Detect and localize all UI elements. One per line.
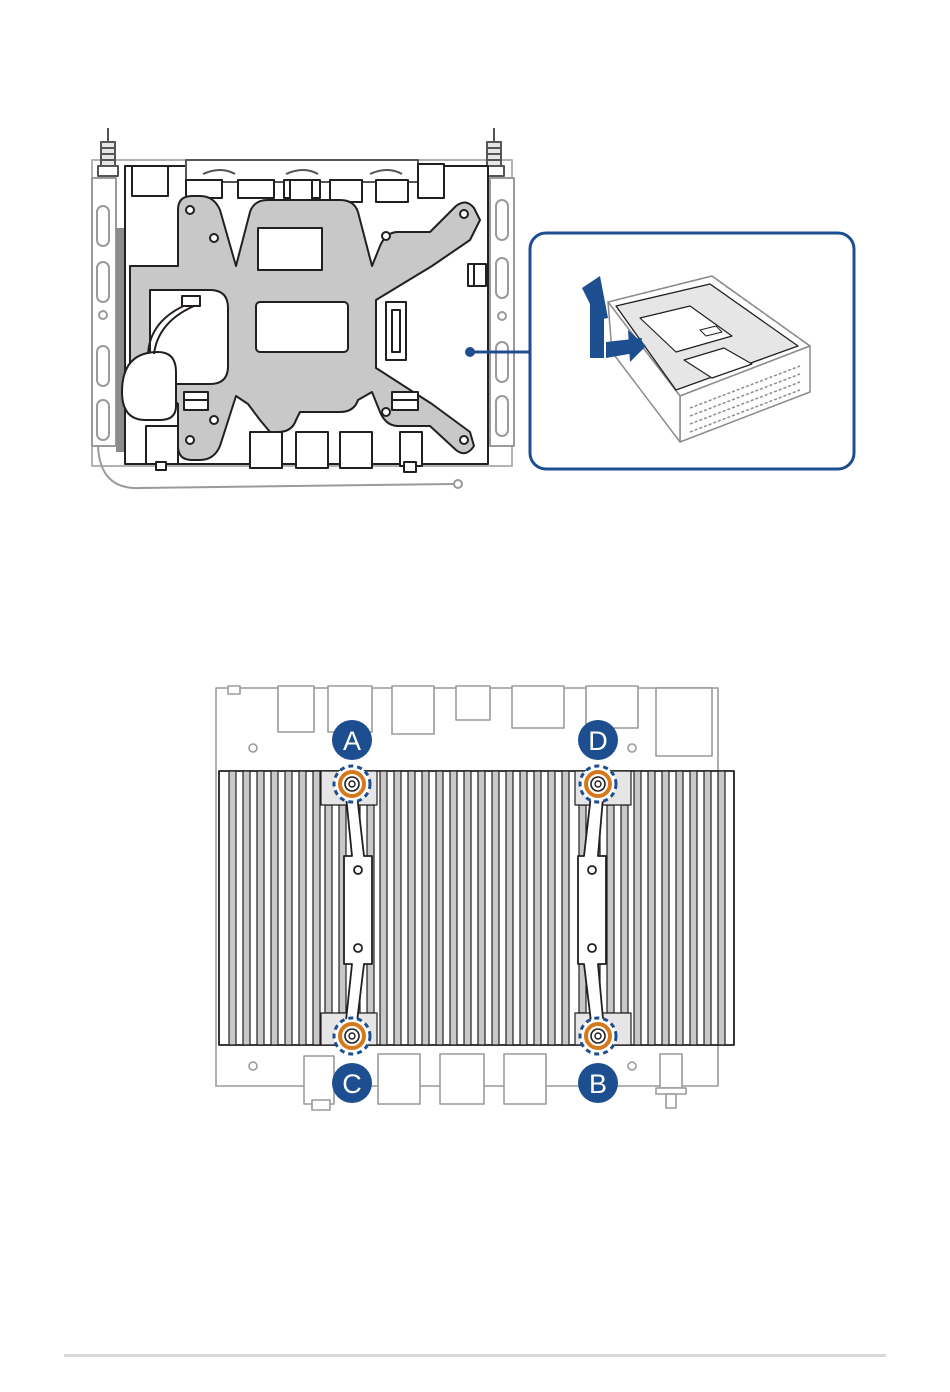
heatsink-fin: [271, 771, 278, 1045]
screw-a: [334, 766, 370, 802]
heatsink-fin: [325, 805, 332, 1013]
heatsink-fin: [464, 771, 471, 1045]
screw-label-c: C: [332, 1063, 372, 1103]
screw-letter: A: [343, 726, 361, 756]
screw-label-b: B: [578, 1063, 618, 1103]
heatsink-fin: [408, 771, 415, 1045]
heatsink-fin: [243, 771, 250, 1045]
heatsink-fin: [394, 771, 401, 1045]
screw-letter: D: [588, 726, 608, 756]
heatsink-fin: [478, 771, 485, 1045]
heatsink-fin: [450, 771, 457, 1045]
heatsink-fin: [520, 771, 527, 1045]
screw-letter: B: [589, 1069, 607, 1099]
footer-divider: [64, 1354, 886, 1357]
heatsink-fin: [506, 771, 513, 1045]
heatsink-fin: [662, 771, 669, 1045]
heatsink: [219, 771, 734, 1045]
screw-label-a: A: [332, 720, 372, 760]
heatsink-fin: [621, 805, 628, 1013]
heatsink-fin: [299, 771, 306, 1045]
heatsink-fin: [313, 771, 320, 1045]
heatsink-fin: [690, 771, 697, 1045]
screw-letter: C: [342, 1069, 362, 1099]
screw-c: [334, 1018, 370, 1054]
heatsink-fin: [534, 771, 541, 1045]
heatsink-fin: [422, 771, 429, 1045]
board-notch-top: [228, 686, 240, 694]
heatsink-fin: [436, 771, 443, 1045]
heatsink-fin: [257, 771, 264, 1045]
heatsink-fin: [229, 771, 236, 1045]
heatsink-fin: [676, 771, 683, 1045]
screw-b: [580, 1018, 616, 1054]
heatsink-fin: [607, 805, 614, 1013]
screw-d: [580, 766, 616, 802]
screw-label-d: D: [578, 720, 618, 760]
heatsink-fin: [285, 771, 292, 1045]
heatsink-fin: [562, 771, 569, 1045]
heatsink-fin: [718, 771, 725, 1045]
heatsink-fin: [704, 771, 711, 1045]
heatsink-fin: [634, 771, 641, 1045]
heatsink-fin: [492, 771, 499, 1045]
heatsink-fin: [648, 771, 655, 1045]
heatsink-fin: [548, 771, 555, 1045]
heatsink-fin: [380, 771, 387, 1045]
